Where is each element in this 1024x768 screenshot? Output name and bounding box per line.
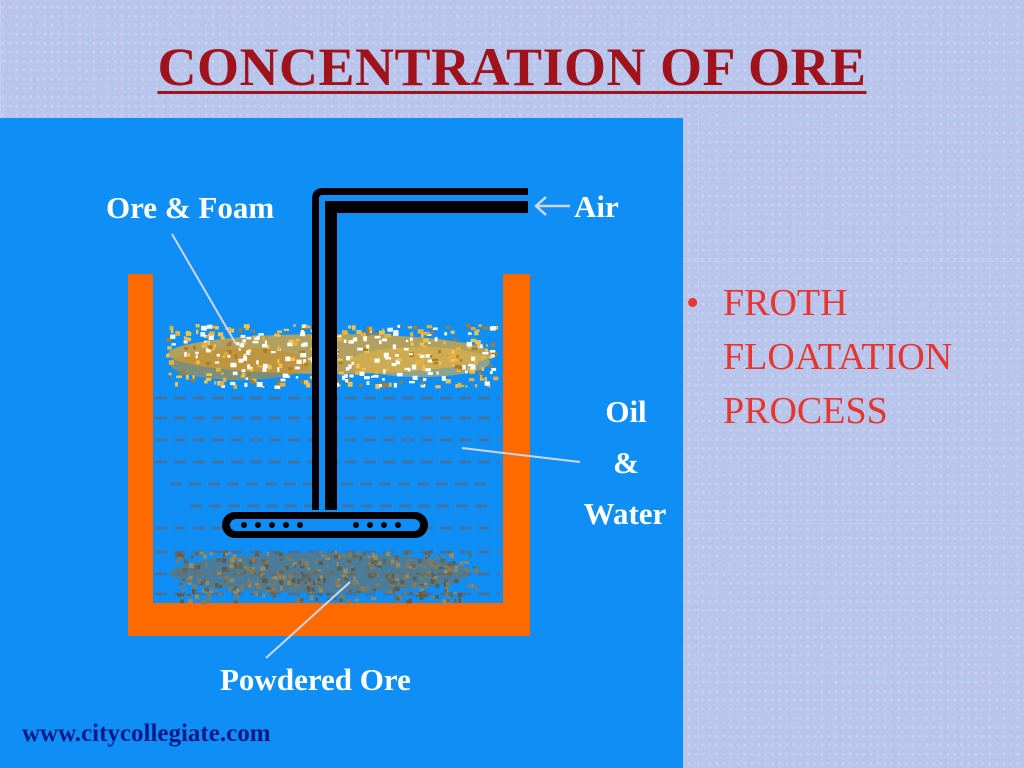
ore-foam-label: Ore & Foam (106, 190, 274, 225)
air-label: Air (574, 189, 619, 224)
left-arrow-icon (534, 196, 570, 216)
bullet-line-froth: FROTH (723, 282, 848, 324)
oil-label: Oil (605, 394, 647, 429)
powdered-ore-layer (170, 550, 479, 605)
tank-bottom (128, 603, 530, 636)
slide-title: CONCENTRATION OF ORE (0, 36, 1024, 98)
bullet-marker: • (686, 282, 700, 324)
bullet-line-floatation: FLOATATION (723, 336, 953, 378)
bullet-line-process: PROCESS (723, 390, 888, 432)
tank-left-wall (128, 274, 153, 636)
bullet-item: • FROTH FLOATATION PROCESS (686, 276, 1022, 438)
powdered-ore-pointer (265, 581, 351, 659)
bullet-list: • FROTH FLOATATION PROCESS (686, 276, 1022, 438)
ore-foam-pointer (171, 233, 237, 345)
slide-title-text: CONCENTRATION OF ORE (157, 37, 867, 97)
oil-water-pointer (461, 447, 581, 463)
froth-flotation-diagram: Ore & Foam Air Oil & Water Powdered Ore … (0, 118, 683, 768)
ampersand-label: & (613, 445, 639, 480)
powdered-ore-label: Powdered Ore (220, 662, 411, 697)
water-label: Water (584, 496, 667, 531)
air-pipe (222, 188, 528, 538)
website-label: www.citycollegiate.com (22, 720, 271, 747)
diagram-canvas: Ore & Foam Air Oil & Water Powdered Ore … (22, 188, 667, 747)
